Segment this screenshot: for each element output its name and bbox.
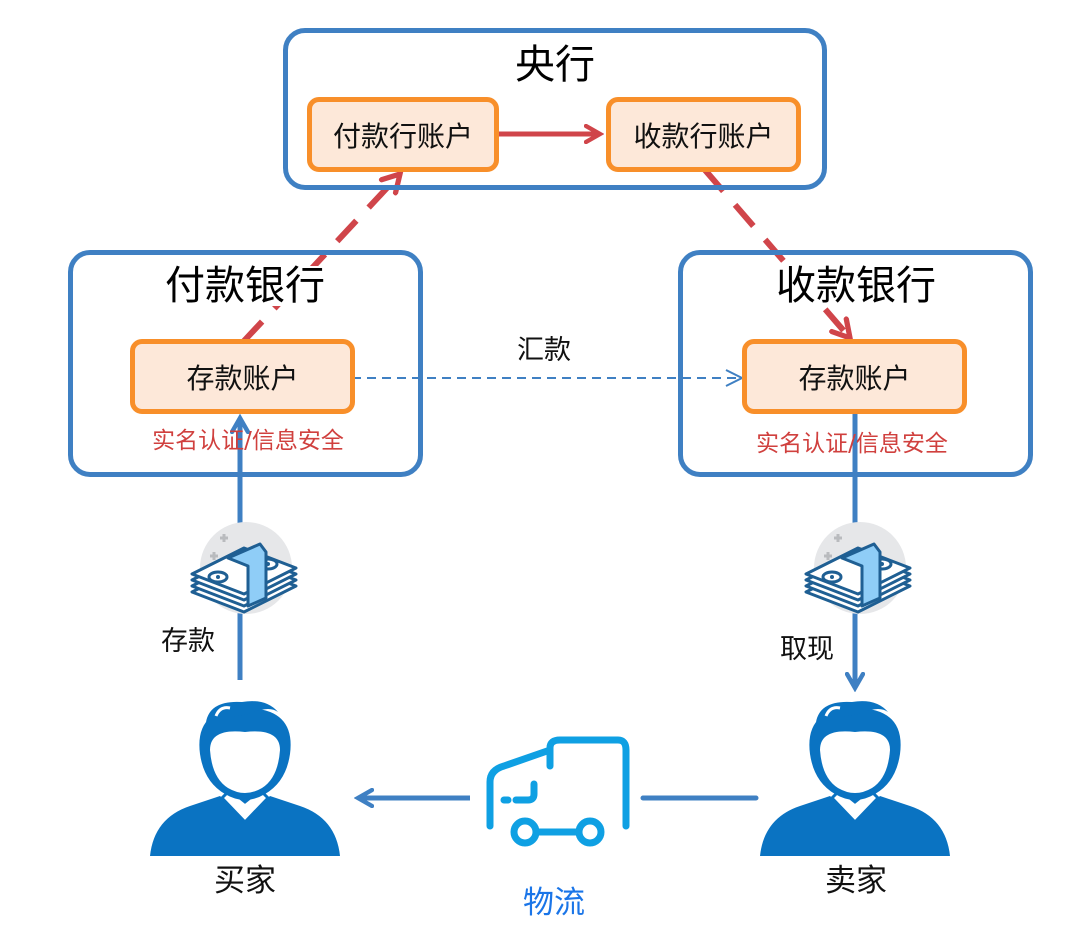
central-bank-panel — [283, 28, 827, 190]
payer-bank-title: 付款银行 — [155, 266, 335, 306]
logistics-label: 物流 — [523, 885, 585, 921]
buyer-label: 买家 — [214, 863, 276, 899]
remittance-label: 汇款 — [517, 335, 571, 366]
payee-deposit-account-box[interactable]: 存款账户 — [742, 339, 967, 414]
payer-deposit-account-box[interactable]: 存款账户 — [130, 339, 355, 414]
payee-bank-panel — [678, 250, 1033, 477]
payer-settlement-arrow — [240, 174, 400, 345]
central-bank-title: 央行 — [515, 42, 595, 88]
seller-person-icon — [760, 701, 950, 856]
buyer-person-icon — [150, 701, 340, 856]
cash-stack-icon — [190, 522, 298, 614]
payer-bank-account-box[interactable]: 付款行账户 — [307, 97, 499, 172]
payee-bank-title: 收款银行 — [766, 266, 946, 306]
payee-bank-security-note: 实名认证/信息安全 — [756, 431, 948, 457]
cash-stack-icon — [804, 522, 912, 614]
payee-bank-account-box[interactable]: 收款行账户 — [606, 97, 801, 172]
seller-label: 卖家 — [825, 863, 887, 899]
truck-icon — [486, 736, 630, 847]
deposit-label: 存款 — [161, 626, 215, 657]
payer-bank-security-note: 实名认证/信息安全 — [152, 428, 344, 454]
withdraw-label: 取现 — [780, 634, 834, 665]
payer-bank-panel — [68, 250, 423, 477]
